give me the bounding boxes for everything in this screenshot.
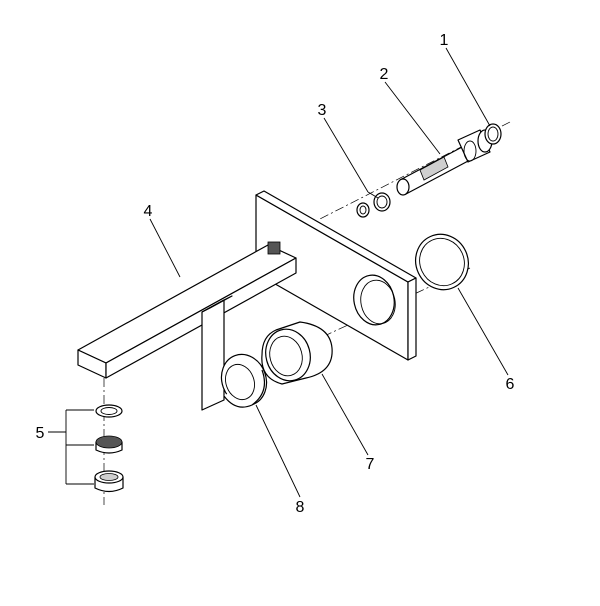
- large-o-ring: [415, 233, 469, 291]
- callout-2: 2: [380, 66, 389, 83]
- sleeve-rosette: [261, 321, 333, 385]
- callout-7: 7: [366, 456, 375, 473]
- callout-3: 3: [318, 102, 327, 119]
- callout-1: 1: [440, 32, 449, 49]
- callout-6: 6: [506, 376, 515, 393]
- leader-lines: [48, 47, 509, 498]
- wall-plate: [255, 190, 417, 361]
- logo-mark: [267, 241, 281, 255]
- lever-handle: [201, 295, 268, 411]
- washers: [356, 192, 391, 218]
- small-o-ring: [484, 123, 502, 145]
- spout-body: [77, 241, 297, 379]
- cartridge: [396, 129, 493, 196]
- callout-4: 4: [144, 203, 153, 220]
- aerator-set: [94, 404, 124, 493]
- callout-5: 5: [36, 425, 45, 442]
- callout-labels: 1 2 3 4 5 6 7 8: [36, 32, 515, 516]
- callout-8: 8: [296, 499, 305, 516]
